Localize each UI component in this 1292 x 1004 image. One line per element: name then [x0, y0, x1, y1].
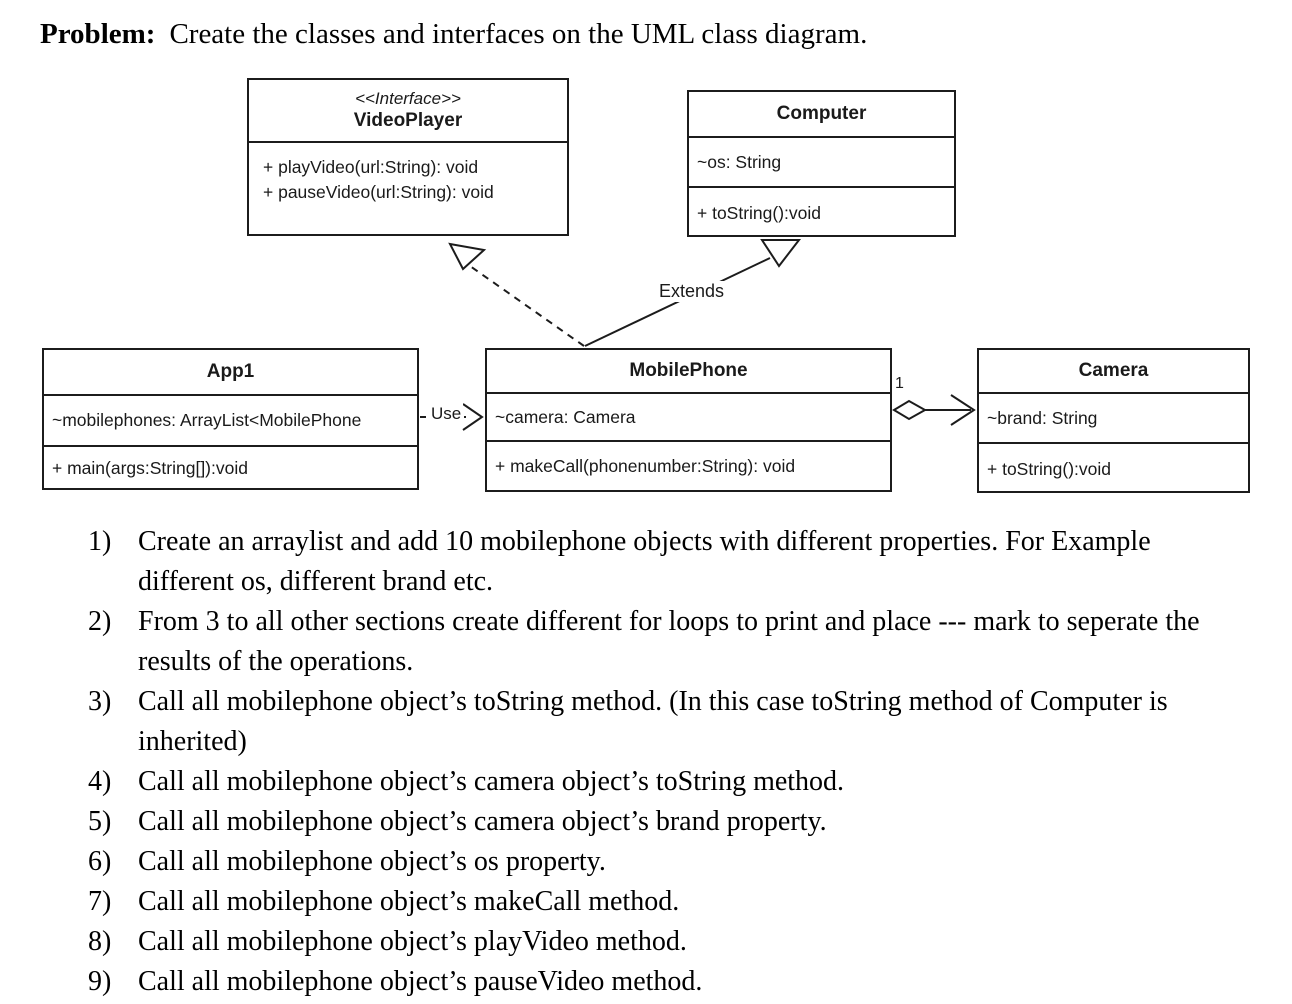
mobilephone-method-makecall: + makeCall(phonenumber:String): void	[487, 440, 890, 490]
use-label: Use	[429, 404, 464, 424]
task-item-1: Create an arraylist and add 10 mobilepho…	[88, 522, 1151, 597]
videoplayer-name: VideoPlayer	[353, 110, 463, 131]
task-item-4: Call all mobilephone object’s camera obj…	[88, 762, 845, 802]
videoplayer-method-playvideo: + playVideo(url:String): void	[263, 157, 479, 177]
extends-label: Extends	[656, 281, 728, 302]
aggregation-diamond-icon	[892, 399, 928, 421]
task-item-7: Call all mobilephone object’s makeCall m…	[88, 882, 680, 922]
videoplayer-header: <<Interface>> VideoPlayer	[249, 80, 567, 141]
realization-dashed-line	[469, 265, 585, 347]
camera-method-tostring: + toString():void	[979, 442, 1248, 491]
app1-method-main: + main(args:String[]):void	[44, 445, 417, 488]
problem-text: Create the classes and interfaces on the…	[169, 18, 868, 50]
task-item-8: Call all mobilephone object’s playVideo …	[88, 922, 687, 962]
class-box-computer: Computer ~os: String + toString():void	[687, 90, 956, 237]
generalization-triangle-icon	[760, 239, 802, 268]
uml-class-diagram: <<Interface>> VideoPlayer + playVideo(ur…	[42, 78, 1250, 493]
task-item-5: Call all mobilephone object’s camera obj…	[88, 802, 827, 842]
task-item-6: Call all mobilephone object’s os propert…	[88, 842, 606, 882]
task-item-2: From 3 to all other sections create diff…	[88, 602, 1200, 677]
computer-method-tostring: + toString():void	[689, 186, 954, 235]
camera-name: Camera	[1078, 360, 1149, 381]
multiplicity-label: 1	[895, 375, 904, 392]
problem-title: Problem: Create the classes and interface…	[40, 18, 867, 51]
task-list: Create an arraylist and add 10 mobilepho…	[88, 522, 1206, 1002]
aggregation-arrowhead-icon	[950, 394, 976, 426]
task-item-3: Call all mobilephone object’s toString m…	[88, 682, 1168, 757]
class-box-mobilephone: MobilePhone ~camera: Camera + makeCall(p…	[485, 348, 892, 492]
class-box-app1: App1 ~mobilephones: ArrayList<MobilePhon…	[42, 348, 419, 490]
use-arrowhead-icon	[462, 403, 484, 431]
computer-name: Computer	[776, 103, 867, 124]
uml-connectors	[420, 239, 976, 431]
camera-attribute-brand: ~brand: String	[979, 392, 1248, 442]
videoplayer-method-pausevideo: + pauseVideo(url:String): void	[263, 182, 494, 202]
videoplayer-methods: + playVideo(url:String): void + pauseVid…	[249, 141, 567, 205]
computer-attribute-os: ~os: String	[689, 136, 954, 186]
videoplayer-stereotype: <<Interface>>	[355, 89, 461, 108]
mobilephone-attribute-camera: ~camera: Camera	[487, 392, 890, 440]
mobilephone-name: MobilePhone	[629, 360, 748, 381]
app1-name: App1	[206, 361, 255, 382]
generalization-solid-line	[584, 257, 771, 347]
problem-label: Problem:	[40, 18, 156, 50]
class-box-camera: Camera ~brand: String + toString():void	[977, 348, 1250, 493]
class-box-videoplayer: <<Interface>> VideoPlayer + playVideo(ur…	[247, 78, 569, 236]
task-item-9: Call all mobilephone object’s pauseVideo…	[88, 962, 703, 1002]
app1-attribute-mobilephones: ~mobilephones: ArrayList<MobilePhone	[44, 394, 417, 445]
realization-triangle-icon	[448, 242, 487, 271]
